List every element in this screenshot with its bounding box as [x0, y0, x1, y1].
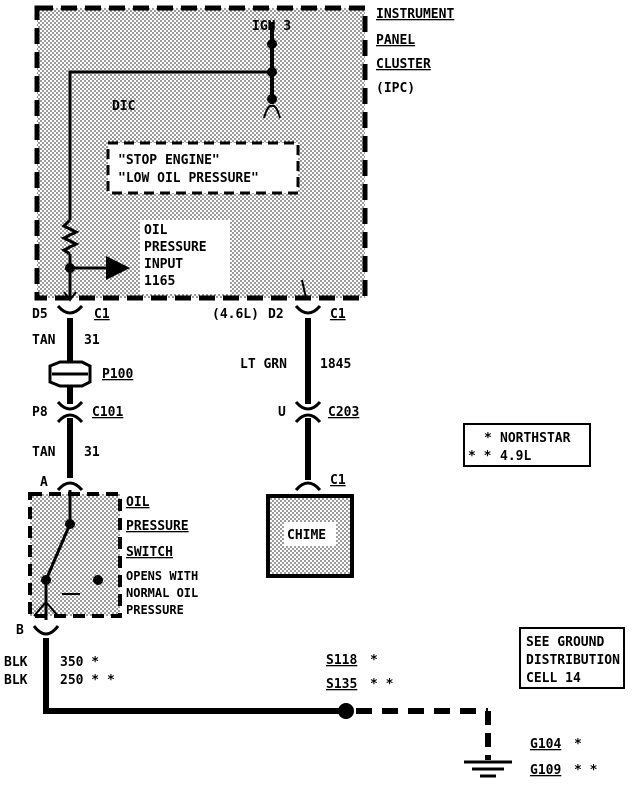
switch-label-1: OIL: [126, 495, 150, 510]
ipc-title-4: (IPC): [376, 81, 415, 96]
ipc-title-2: PANEL: [376, 33, 415, 48]
switch-case-ground: [33, 600, 59, 617]
dic-label: DIC: [112, 99, 135, 114]
pullup-resistor: [60, 218, 80, 256]
d5-connector: [56, 304, 84, 315]
oil-pressure-switch: [28, 490, 122, 620]
legend-labels: * NORTHSTAR * * 4.9L: [468, 431, 571, 464]
pin-u: U: [278, 405, 286, 420]
legend-mark-northstar: *: [484, 431, 492, 446]
wire-color-tan-top: TAN: [32, 333, 56, 348]
ground-note-box: [519, 627, 625, 689]
wire-num-31-bot: 31: [84, 445, 100, 460]
right-circuit: [266, 304, 354, 578]
dic-feed-node: [267, 94, 277, 104]
switch-blade: [44, 523, 72, 581]
pin-p8: P8: [32, 405, 48, 420]
ipc-component: [34, 5, 368, 301]
ground-labels: BLK 350 * BLK 250 * * S118 * S135 * * SE…: [4, 635, 620, 778]
left-circuit-labels: D5 C1 TAN 31 P100 P8 C101 TAN 31 A B: [16, 307, 133, 638]
ipc-title-1: INSTRUMENT: [376, 7, 454, 22]
ground-g109-mark: * *: [574, 763, 598, 778]
c101-upper: [56, 400, 84, 411]
left-circuit: [48, 304, 92, 492]
ground-circuit: [32, 625, 625, 778]
switch-labels: OIL PRESSURE SWITCH OPENS WITH NORMAL OI…: [126, 495, 198, 617]
wire-color-ltgrn: LT GRN: [240, 357, 287, 372]
splice-p100: P100: [102, 367, 133, 382]
message-line-2: "LOW OIL PRESSURE": [118, 171, 259, 186]
ign-node: [267, 39, 277, 49]
splice-s118-s135: [338, 703, 354, 719]
conn-c203: C203: [328, 405, 359, 420]
pin-b: B: [16, 623, 24, 638]
switch-label-4: OPENS WITH: [126, 569, 198, 583]
ground-wire: [43, 638, 344, 714]
input-line-4: 1165: [144, 274, 175, 289]
wire-num-350: 350 *: [60, 655, 99, 670]
wire-num-250: 250 * *: [60, 673, 115, 688]
pin-a: A: [40, 475, 48, 490]
switch-label-6: PRESSURE: [126, 603, 184, 617]
chime-label-patch: [284, 522, 336, 546]
d2-stub: [301, 279, 307, 299]
pin-d2: D2: [268, 307, 284, 322]
ground-g109: G109: [530, 763, 561, 778]
c203-upper: [294, 400, 322, 411]
conn-c101: C101: [92, 405, 123, 420]
input-line-1: OIL: [144, 223, 168, 238]
right-circuit-labels: (4.6L) D2 C1 LT GRN 1845 U C203 C1 CHIME: [212, 307, 359, 543]
switch-contact-right: [93, 575, 103, 585]
input-line-3: INPUT: [144, 257, 183, 272]
switch-pin-b: [32, 625, 60, 636]
ground-note-3: CELL 14: [526, 671, 581, 686]
d5-pin-arrow: [63, 291, 77, 302]
chime-label: CHIME: [287, 528, 326, 543]
conn-c1-right: C1: [330, 307, 346, 322]
ground-note-1: SEE GROUND: [526, 635, 604, 650]
legend-box: [463, 423, 591, 467]
ipc-title-3: CLUSTER: [376, 57, 431, 72]
wire-num-1845: 1845: [320, 357, 351, 372]
chime-connector: [294, 481, 322, 492]
d2-connector: [294, 304, 322, 315]
conn-c1-left: C1: [94, 307, 110, 322]
c101-lower: [56, 413, 84, 424]
wire-num-31-top: 31: [84, 333, 100, 348]
wire-color-blk-2: BLK: [4, 673, 28, 688]
wire-color-blk-1: BLK: [4, 655, 28, 670]
ipc-labels: INSTRUMENT PANEL CLUSTER (IPC) IGN 3 DIC…: [112, 7, 454, 289]
c203-lower: [294, 413, 322, 424]
splice-s135-mark: * *: [370, 677, 394, 692]
switch-label-2: PRESSURE: [126, 519, 189, 534]
ign-label: IGN 3: [252, 19, 291, 34]
wire-color-tan-bot: TAN: [32, 445, 56, 460]
message-line-1: "STOP ENGINE": [118, 153, 220, 168]
input-line-2: PRESSURE: [144, 240, 207, 255]
legend-49l: 4.9L: [500, 449, 531, 464]
dic-feed-stub: [263, 104, 281, 119]
switch-box: [28, 492, 122, 618]
pullup-line: [68, 70, 272, 220]
ground-note-2: DISTRIBUTION: [526, 653, 620, 668]
switch-label-5: NORMAL OIL: [126, 586, 198, 600]
ground-g104-mark: *: [574, 737, 582, 752]
pin-d5: D5: [32, 307, 48, 322]
switch-label-3: SWITCH: [126, 545, 173, 560]
splice-s135: S135: [326, 677, 357, 692]
variant-46l: (4.6L): [212, 307, 259, 322]
input-label-patch: [140, 220, 230, 294]
legend-mark-49l: * *: [468, 449, 492, 464]
dic-message-box: [106, 141, 300, 195]
splice-s118-mark: *: [370, 653, 378, 668]
splice-s118: S118: [326, 653, 357, 668]
legend-northstar: NORTHSTAR: [500, 431, 571, 446]
ground-g104: G104: [530, 737, 561, 752]
ipc-internal-wiring: [60, 22, 307, 302]
conn-chime-c1: C1: [330, 473, 346, 488]
switch-pin-a: [56, 481, 84, 492]
